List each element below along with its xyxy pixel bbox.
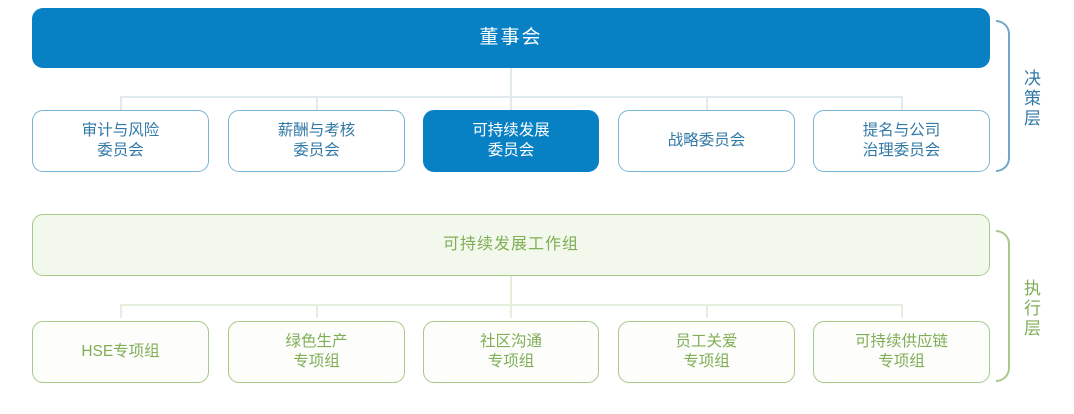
decision-layer-label: 决策层 [1021, 69, 1040, 129]
connector-drop-team-3 [510, 304, 512, 318]
committee-node-nomination-governance[interactable]: 提名与公司 治理委员会 [813, 110, 990, 172]
connector-drop-committee-4 [706, 96, 708, 110]
team-node-employee-care[interactable]: 员工关爱 专项组 [618, 321, 795, 383]
connector-drop-committee-3 [510, 96, 512, 110]
working-group-node[interactable]: 可持续发展工作组 [32, 214, 990, 276]
connector-drop-committee-2 [316, 96, 318, 110]
committee-node-audit-risk[interactable]: 审计与风险 委员会 [32, 110, 209, 172]
connector-workinggroup-stem [510, 276, 512, 305]
connector-drop-team-5 [901, 304, 903, 318]
connector-root-stem [510, 68, 512, 97]
team-node-sustainable-supply-chain[interactable]: 可持续供应链 专项组 [813, 321, 990, 383]
connector-drop-team-4 [706, 304, 708, 318]
team-node-community-communication[interactable]: 社区沟通 专项组 [423, 321, 599, 383]
team-node-hse[interactable]: HSE专项组 [32, 321, 209, 383]
decision-layer-brace [996, 20, 1010, 172]
execution-layer-brace [996, 230, 1010, 382]
connector-drop-team-2 [316, 304, 318, 318]
board-of-directors-node[interactable]: 董事会 [32, 8, 990, 68]
connector-drop-committee-1 [120, 96, 122, 110]
execution-layer-label: 执行层 [1021, 279, 1040, 339]
committee-node-sustainable-development[interactable]: 可持续发展 委员会 [423, 110, 599, 172]
connector-drop-committee-5 [901, 96, 903, 110]
committee-node-remuneration-appraisal[interactable]: 薪酬与考核 委员会 [228, 110, 405, 172]
team-node-green-production[interactable]: 绿色生产 专项组 [228, 321, 405, 383]
connector-drop-team-1 [120, 304, 122, 318]
committee-node-strategy[interactable]: 战略委员会 [618, 110, 795, 172]
